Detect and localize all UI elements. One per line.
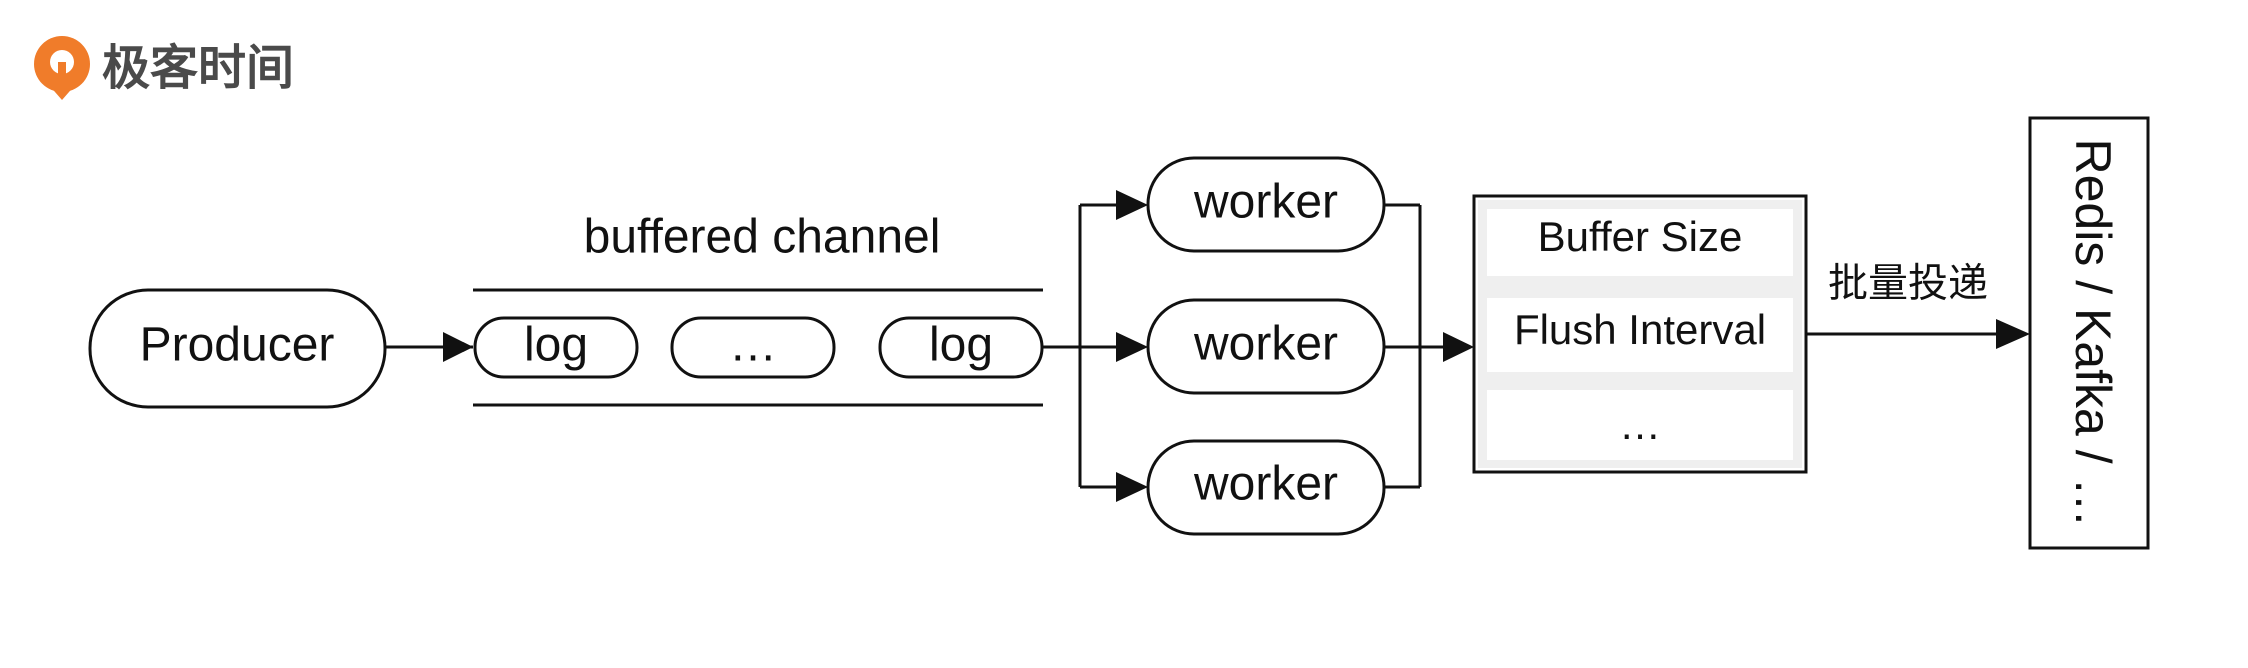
worker-3-arrowhead (1116, 472, 1148, 502)
producer-label: Producer (140, 319, 335, 372)
config-item-buffer-size: Buffer Size (1538, 213, 1743, 260)
brand-logo: 极客时间 (34, 36, 294, 100)
channel-title: buffered channel (584, 211, 941, 264)
worker-2-label: worker (1193, 318, 1338, 371)
config-item-ellipsis: … (1619, 401, 1661, 448)
channel-item-1 (473, 316, 639, 379)
sink-label: Redis / Kafka / … (2065, 138, 2121, 527)
sink-node (2028, 116, 2150, 550)
config-panel (1472, 194, 1808, 474)
config-panel-bands (1478, 200, 1802, 468)
channel-item-2 (670, 316, 836, 379)
producer-arrowhead (443, 332, 473, 362)
channel-item-3-label: log (929, 319, 993, 372)
channel-item-3 (878, 316, 1044, 379)
config-item-flush-interval: Flush Interval (1514, 306, 1766, 353)
worker-1-arrowhead (1116, 190, 1148, 220)
batch-delivery-label: 批量投递 (1828, 262, 1988, 306)
fan-out-connectors (1043, 203, 1120, 489)
panel-in-arrowhead (1443, 332, 1474, 362)
logo-text: 极客时间 (102, 40, 294, 96)
sink-arrowhead (1996, 319, 2030, 349)
worker-2-arrowhead (1116, 332, 1148, 362)
fan-in-connectors (1384, 203, 1450, 489)
channel-item-2-label: … (729, 319, 777, 372)
worker-3-label: worker (1193, 458, 1338, 511)
channel-item-1-label: log (524, 319, 588, 372)
logo-mark-icon (34, 36, 90, 100)
worker-1-label: worker (1193, 176, 1338, 229)
